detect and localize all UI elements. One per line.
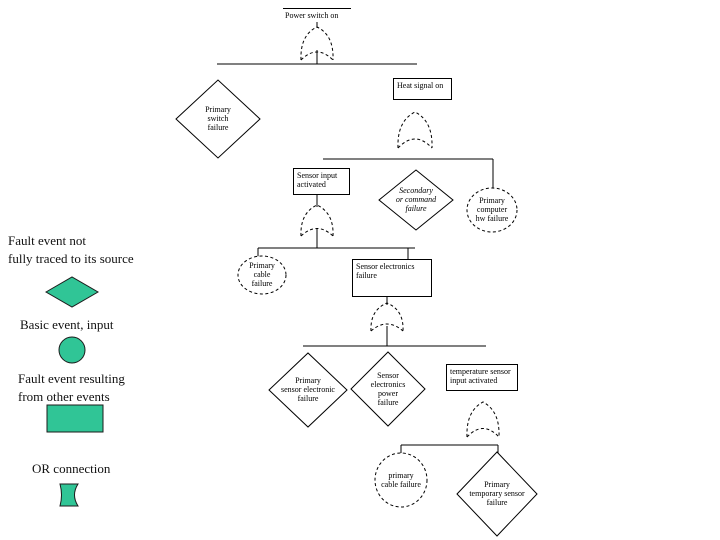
label-primary-switch-failure: Primary switch failure xyxy=(205,105,231,132)
legend-label-or-connection: OR connection xyxy=(32,461,111,476)
label-sensor-electronics-power-failure: Sensor electronics power failure xyxy=(370,371,406,407)
legend-or-gate-shape xyxy=(59,483,79,507)
or-gate-sensor-input xyxy=(300,204,334,237)
label-secondary-or-command-failure: Secondary or command failure xyxy=(395,186,437,213)
node-sensor-electronics-failure: Sensor electronics failure xyxy=(352,259,432,297)
diamond-primary-temporary-sensor-failure xyxy=(456,451,538,537)
diamond-primary-switch-failure xyxy=(175,79,261,159)
diamond-sensor-electronics-power-failure xyxy=(350,351,426,427)
node-heat-signal-on: Heat signal on xyxy=(393,78,452,100)
legend-label-fault-event-not-traced: Fault event not fully traced to its sour… xyxy=(8,233,134,266)
node-power-switch-on: Power switch on xyxy=(283,8,351,21)
label-primary-sensor-electronic-failure: Primary sensor electronic failure xyxy=(281,376,335,403)
label-primary-computer-hw-failure: Primary computer hw failure xyxy=(475,196,509,223)
node-sensor-input-activated: Sensor input activated xyxy=(293,168,350,195)
legend-label-fault-event-resulting: Fault event resulting from other events xyxy=(18,371,125,404)
legend-circle-shape xyxy=(58,336,86,364)
diamond-primary-sensor-electronic-failure xyxy=(268,352,348,428)
legend-diamond-shape xyxy=(44,276,100,308)
circle-primary-computer-hw-failure xyxy=(466,187,518,233)
label-primary-cable-failure-upper: Primary cable failure xyxy=(249,261,275,288)
or-gate-heat-signal xyxy=(397,111,433,149)
connector-wires xyxy=(217,22,499,453)
label-primary-temporary-sensor-failure: Primary temporary sensor failure xyxy=(469,480,525,507)
circle-primary-cable-failure-lower xyxy=(374,452,428,508)
diamond-secondary-or-command-failure xyxy=(378,169,454,231)
or-gate-sensor-electronics xyxy=(370,302,404,332)
or-gate-temperature-sensor xyxy=(466,401,500,438)
legend-rectangle-shape xyxy=(46,404,104,433)
node-temperature-sensor-input-activated: temperature sensor input activated xyxy=(446,364,518,391)
label-primary-cable-failure-lower: primary cable failure xyxy=(381,471,421,489)
or-gate-root xyxy=(300,26,334,61)
legend-label-basic-event-input: Basic event, input xyxy=(20,317,114,332)
circle-primary-cable-failure-upper xyxy=(237,255,287,295)
